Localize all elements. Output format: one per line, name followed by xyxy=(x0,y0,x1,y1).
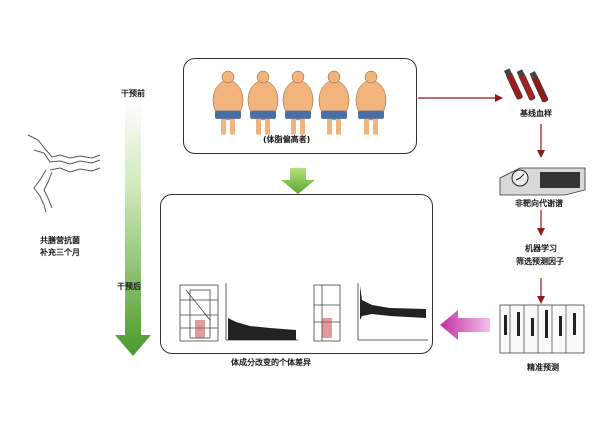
obese-person-2 xyxy=(247,70,279,135)
precise-prediction-label: 精准预测 xyxy=(527,363,559,372)
obese-person-4 xyxy=(318,70,350,135)
diet-note-line2: 补充三个月 xyxy=(40,248,80,257)
diet-note-line1: 共膳营抗菌 xyxy=(40,236,80,245)
before-intervention-label: 干预前 xyxy=(121,89,145,98)
ml-label-line2: 筛选预测因子 xyxy=(516,257,564,266)
obese-person-5 xyxy=(355,70,387,135)
individual-difference-label: 体成分改变的个体差异 xyxy=(231,358,311,367)
after-intervention-label: 干预后 xyxy=(117,282,141,291)
metabolomics-label: 非靶向代谢谱 xyxy=(515,199,563,208)
obese-patients-label: (体脂偏高者) xyxy=(263,135,311,144)
individual-difference-box xyxy=(160,194,433,354)
obese-person-1 xyxy=(212,70,244,135)
ml-label-line1: 机器学习 xyxy=(525,244,557,253)
baseline-blood-label: 基线血样 xyxy=(520,109,552,118)
obese-person-3 xyxy=(282,70,314,135)
